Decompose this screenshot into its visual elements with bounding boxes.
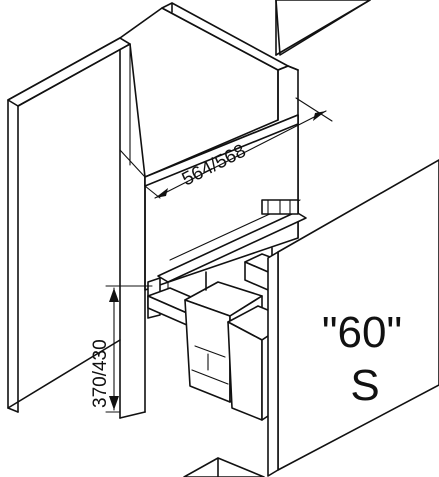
door-panel: [267, 159, 439, 477]
door-label-type: S: [350, 361, 379, 410]
upper-cabinet-corner: [275, 0, 371, 56]
height-dimension: 370/430: [90, 285, 153, 413]
door-label-size: "60": [322, 308, 402, 357]
base-cabinet: [7, 2, 299, 419]
height-dimension-label: 370/430: [90, 339, 111, 408]
lower-cabinet-corner: [183, 457, 265, 477]
pullout-frame: [147, 199, 307, 421]
